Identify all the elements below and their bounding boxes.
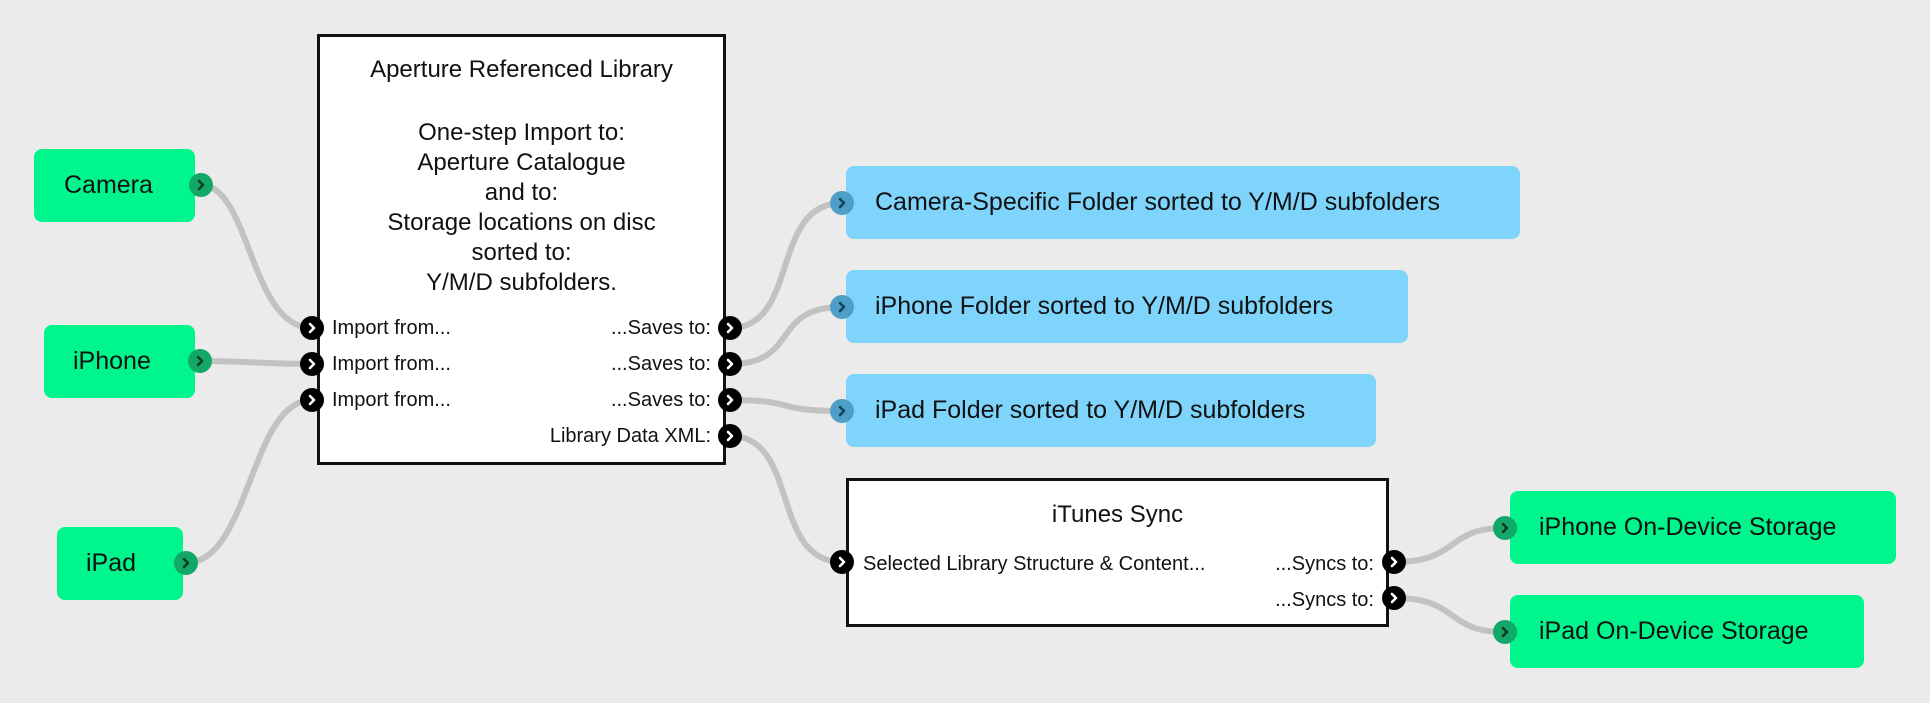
library-input-label: Import from... xyxy=(332,317,451,339)
chevron-right-icon xyxy=(308,358,316,370)
chevron-right-icon xyxy=(838,405,846,417)
chevron-right-icon xyxy=(726,358,734,370)
library-xml-output-label: Library Data XML: xyxy=(549,425,711,447)
iphone-storage-input-port[interactable] xyxy=(1493,516,1517,540)
itunes-output-port[interactable] xyxy=(1382,586,1406,610)
library-output-label: ...Saves to: xyxy=(610,353,711,375)
chevron-right-icon xyxy=(308,322,316,334)
itunes-input-label: Selected Library Structure & Content... xyxy=(863,553,1206,575)
itunes-output-label: ...Syncs to: xyxy=(1275,553,1374,575)
library-input-port[interactable] xyxy=(300,352,324,376)
iphone-folder-input-port[interactable] xyxy=(830,295,854,319)
wire-iphone-to-library xyxy=(196,358,315,367)
chevron-right-icon xyxy=(838,301,846,313)
chevron-right-icon xyxy=(838,197,846,209)
library-output-port[interactable] xyxy=(718,352,742,376)
library-desc-line: Storage locations on disc xyxy=(387,209,656,236)
library-title: Aperture Referenced Library xyxy=(370,56,673,83)
ipad-storage-node[interactable]: iPad On-Device Storage xyxy=(1510,595,1864,668)
ipad-folder-label: iPad Folder sorted to Y/M/D subfolders xyxy=(875,396,1306,424)
camera-output-port[interactable] xyxy=(189,173,213,197)
wire-ipad-to-library xyxy=(183,397,315,566)
wire-library-to-iphone-folder xyxy=(727,304,845,367)
camera-folder-label: Camera-Specific Folder sorted to Y/M/D s… xyxy=(875,188,1441,216)
chevron-right-icon xyxy=(726,394,734,406)
iphone-folder-node[interactable]: iPhone Folder sorted to Y/M/D subfolders xyxy=(846,270,1408,343)
iphone-storage-node[interactable]: iPhone On-Device Storage xyxy=(1510,491,1896,564)
itunes-output-port[interactable] xyxy=(1382,550,1406,574)
library-desc-line: Aperture Catalogue xyxy=(417,149,626,176)
library-output-port[interactable] xyxy=(718,316,742,340)
chevron-right-icon xyxy=(1501,522,1509,534)
wire-itunes-to-iphone-storage xyxy=(1391,525,1507,565)
wire-library-to-ipad-folder xyxy=(727,397,845,414)
iphone-storage-label: iPhone On-Device Storage xyxy=(1539,513,1837,541)
ipad-folder-input-port[interactable] xyxy=(830,399,854,423)
library-input-port[interactable] xyxy=(300,388,324,412)
library-description: One-step Import to: Aperture Catalogue a… xyxy=(320,118,723,298)
chevron-right-icon xyxy=(1501,626,1509,638)
iphone-output-port[interactable] xyxy=(188,349,212,373)
library-output-label: ...Saves to: xyxy=(610,317,711,339)
wire-camera-to-library xyxy=(198,182,315,331)
library-xml-output-port[interactable] xyxy=(718,424,742,448)
wire-itunes-to-ipad-storage xyxy=(1391,595,1507,635)
itunes-input-port[interactable] xyxy=(830,550,854,574)
itunes-sync-box[interactable]: iTunes Sync Selected Library Structure &… xyxy=(846,478,1389,627)
library-desc-line: sorted to: xyxy=(471,239,572,266)
chevron-right-icon xyxy=(1390,592,1398,604)
library-input-port[interactable] xyxy=(300,316,324,340)
library-output-label: ...Saves to: xyxy=(610,389,711,411)
itunes-output-label: ...Syncs to: xyxy=(1275,589,1374,611)
chevron-right-icon xyxy=(726,322,734,334)
camera-source-label: Camera xyxy=(64,171,153,199)
ipad-folder-node[interactable]: iPad Folder sorted to Y/M/D subfolders xyxy=(846,374,1376,447)
aperture-library-box[interactable]: Aperture Referenced Library One-step Imp… xyxy=(317,34,726,465)
wire-library-to-camera-folder xyxy=(727,200,845,331)
ipad-source-node[interactable]: iPad xyxy=(57,527,183,600)
chevron-right-icon xyxy=(1390,556,1398,568)
chevron-right-icon xyxy=(838,556,846,568)
library-input-label: Import from... xyxy=(332,353,451,375)
camera-folder-input-port[interactable] xyxy=(830,191,854,215)
camera-source-node[interactable]: Camera xyxy=(34,149,195,222)
library-output-port[interactable] xyxy=(718,388,742,412)
iphone-folder-label: iPhone Folder sorted to Y/M/D subfolders xyxy=(875,292,1334,320)
chevron-right-icon xyxy=(196,355,204,367)
ipad-output-port[interactable] xyxy=(174,551,198,575)
chevron-right-icon xyxy=(726,430,734,442)
library-desc-line: One-step Import to: xyxy=(418,119,625,146)
library-desc-line: Y/M/D subfolders. xyxy=(426,269,617,296)
library-desc-line: and to: xyxy=(484,179,559,206)
itunes-title: iTunes Sync xyxy=(1051,501,1184,528)
iphone-source-label: iPhone xyxy=(73,347,151,375)
iphone-source-node[interactable]: iPhone xyxy=(44,325,195,398)
chevron-right-icon xyxy=(182,557,190,569)
chevron-right-icon xyxy=(197,179,205,191)
library-input-label: Import from... xyxy=(332,389,451,411)
camera-folder-node[interactable]: Camera-Specific Folder sorted to Y/M/D s… xyxy=(846,166,1520,239)
ipad-storage-input-port[interactable] xyxy=(1493,620,1517,644)
chevron-right-icon xyxy=(308,394,316,406)
ipad-source-label: iPad xyxy=(86,549,137,577)
wire-library-to-itunes xyxy=(727,433,845,565)
ipad-storage-label: iPad On-Device Storage xyxy=(1539,617,1809,645)
